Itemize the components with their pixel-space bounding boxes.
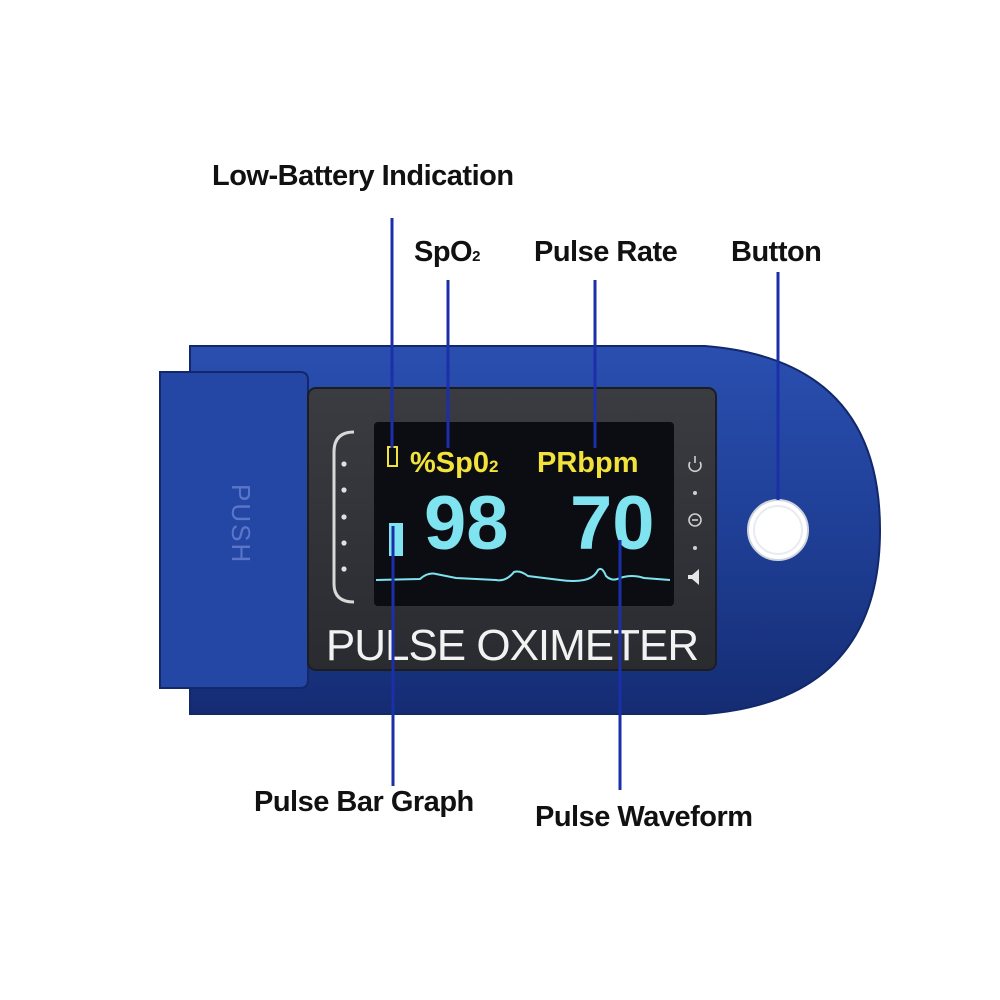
pr-header: PRbpm [537,447,639,479]
pulse-bar-graph [389,523,403,556]
spo2-value: 98 [424,481,509,566]
settings-icon [688,513,702,527]
brand-text: PULSE OXIMETER [326,621,698,670]
device-button[interactable] [747,499,809,561]
leader-lines [390,218,780,790]
dot-icon-1 [693,491,697,495]
spo2-header: %Sp02 [410,447,498,479]
label-spo2: SpO2 [414,236,480,269]
label-spo2-main: SpO [414,236,473,268]
sound-icon [688,569,699,585]
power-icon [688,456,702,473]
push-label: PUSH [226,484,256,564]
push-tab [159,371,309,689]
label-pulse-bar-graph: Pulse Bar Graph [254,786,474,818]
indicator-dots [341,461,347,572]
pr-value: 70 [570,481,655,566]
dot-icon-2 [693,546,697,550]
label-low-battery-indication: Low-Battery Indication [212,160,514,192]
label-spo2-sub: 2 [472,248,480,265]
label-button: Button [731,236,822,268]
dot-bracket [332,430,355,604]
label-pulse-rate: Pulse Rate [534,236,678,268]
label-pulse-waveform: Pulse Waveform [535,801,753,833]
pulse-waveform [375,567,671,582]
oled-screen [374,422,674,606]
